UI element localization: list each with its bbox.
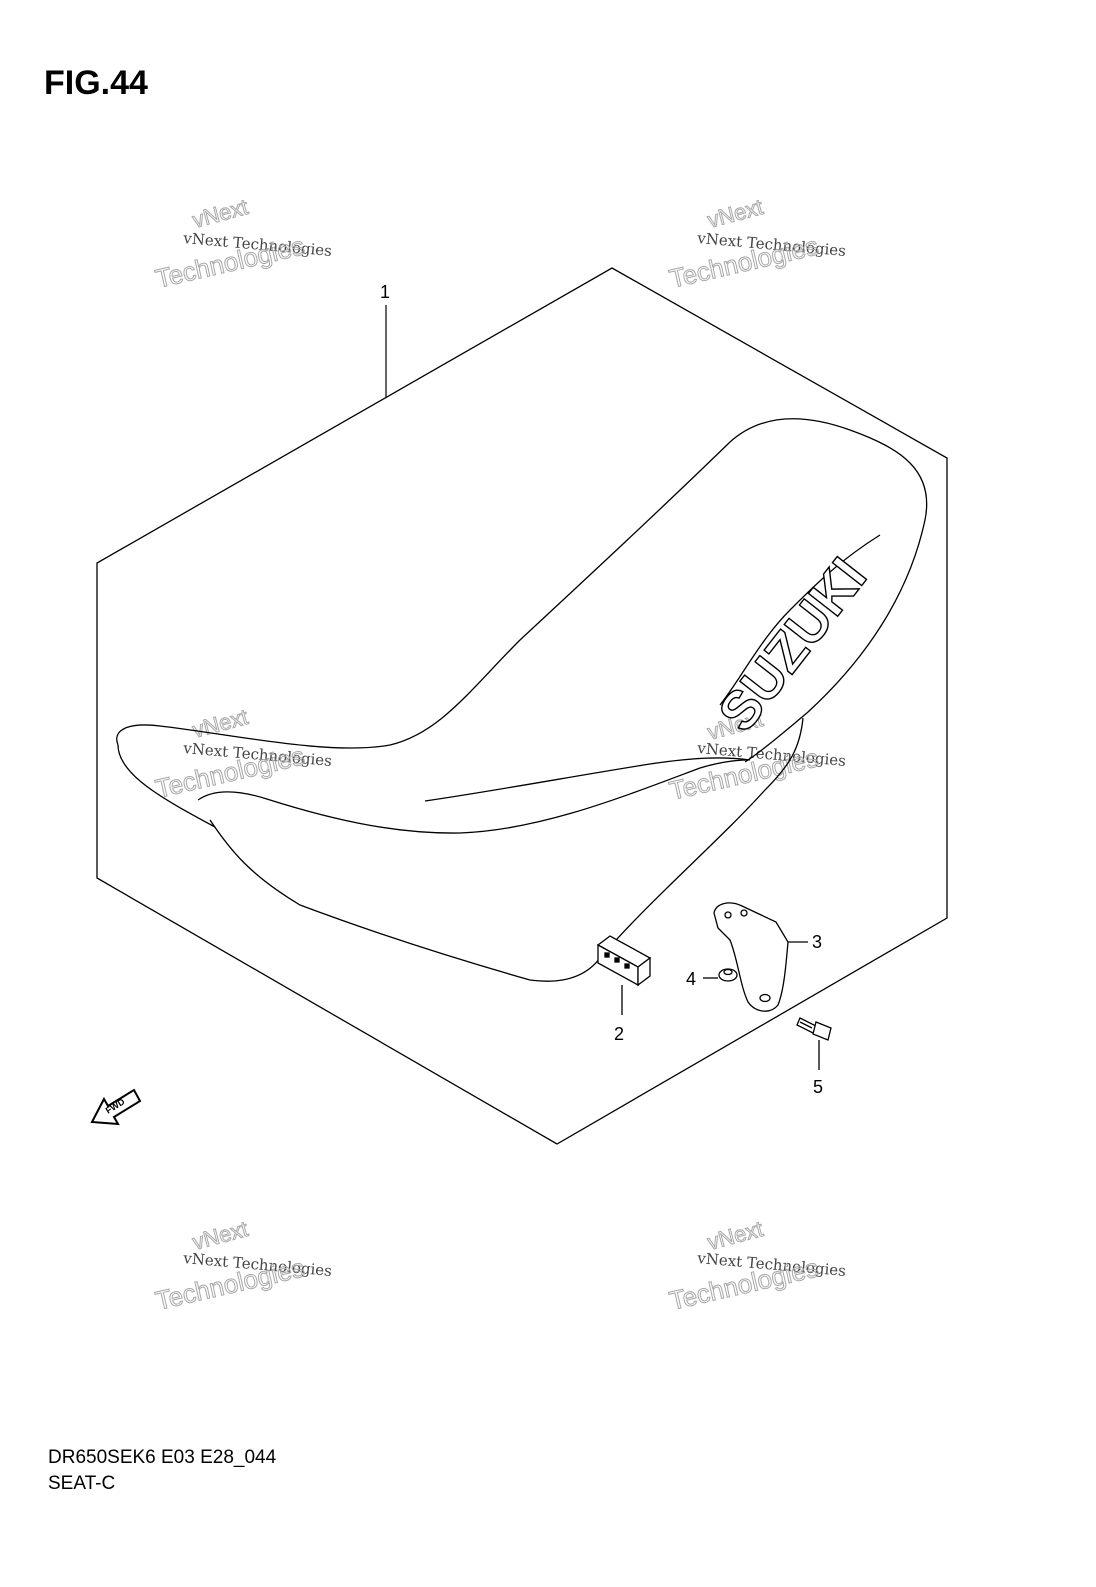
part-4-nut bbox=[703, 968, 738, 982]
svg-text:vNext: vNext bbox=[705, 194, 766, 233]
part-2-cushion-block bbox=[596, 935, 652, 1015]
callout-part-4: 4 bbox=[686, 969, 696, 989]
seat-logo-text: SUZUKI bbox=[707, 547, 878, 742]
svg-text:1: 1 bbox=[380, 282, 390, 302]
callout-part-3: 3 bbox=[812, 932, 822, 952]
svg-text:vNext: vNext bbox=[705, 1216, 766, 1255]
part-5-bolt bbox=[796, 1017, 832, 1070]
figure-title: FIG.44 bbox=[44, 64, 148, 102]
fwd-arrow-icon: FWD bbox=[90, 1088, 142, 1126]
svg-text:vNext: vNext bbox=[190, 194, 251, 233]
watermark-bottom-right: vNext vNext Technologies Technologies bbox=[666, 1216, 847, 1317]
diagram-code: DR650SEK6 E03 E28_044 bbox=[48, 1447, 277, 1468]
watermark-middle-left: vNext vNext Technologies Technologies bbox=[152, 704, 333, 805]
callout-part-5: 5 bbox=[813, 1077, 823, 1097]
watermark-top-right: vNext vNext Technologies Technologies bbox=[666, 194, 847, 295]
diagram-name: SEAT-C bbox=[48, 1473, 116, 1494]
assembly-boundary bbox=[96, 267, 948, 1145]
callout-part-2: 2 bbox=[614, 1024, 624, 1044]
watermark-top-left: vNext vNext Technologies Technologies bbox=[152, 194, 333, 295]
part-3-bracket bbox=[713, 902, 808, 1012]
svg-text:vNext: vNext bbox=[190, 1216, 251, 1255]
watermark-bottom-left: vNext vNext Technologies Technologies bbox=[152, 1216, 333, 1317]
callout-part-1: 1 bbox=[380, 282, 390, 398]
seat bbox=[116, 418, 928, 982]
